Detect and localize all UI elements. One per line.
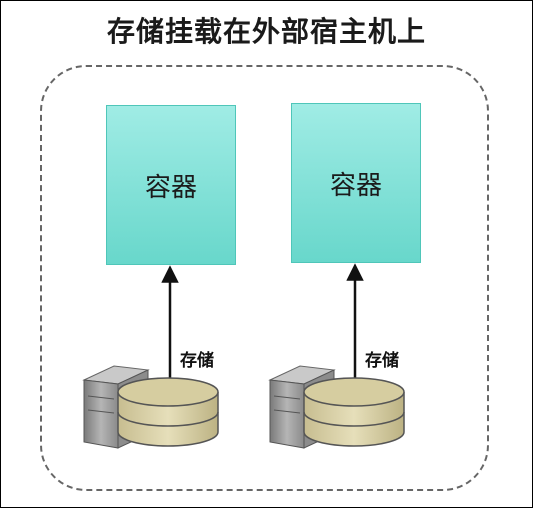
diagram-title: 存储挂载在外部宿主机上: [106, 15, 426, 48]
container-box-left: 容器: [106, 105, 236, 265]
storage-label-right: 存储: [365, 351, 399, 371]
disk-icon-left: [117, 377, 219, 447]
container-label-left: 容器: [144, 172, 197, 203]
storage-label-left: 存储: [180, 351, 214, 371]
host-boundary: [40, 65, 489, 491]
container-box-right: 容器: [291, 103, 421, 263]
container-label-right: 容器: [329, 170, 382, 201]
disk-icon-right: [303, 377, 405, 447]
